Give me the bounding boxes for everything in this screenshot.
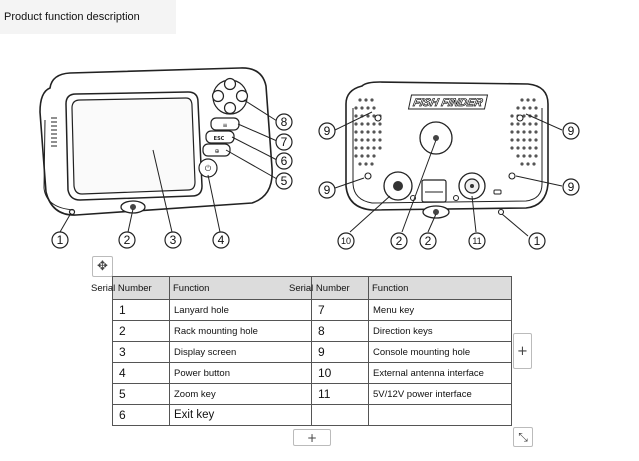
header-serial-number-2: Serial Number <box>289 276 369 300</box>
svg-text:2: 2 <box>124 233 131 247</box>
table-cell[interactable]: 7 <box>311 299 369 321</box>
callout-9-bottom-right: 9 <box>562 178 580 196</box>
callouts: 1 2 3 4 8 7 6 5 9 9 9 9 10 2 2 11 1 <box>51 113 580 250</box>
table-cell[interactable]: 5V/12V power interface <box>368 383 512 405</box>
callout-11-back: 11 <box>468 232 486 250</box>
callout-10-back: 10 <box>337 232 355 250</box>
table-row: 6 Exit key <box>112 404 512 426</box>
table-cell[interactable] <box>311 404 369 426</box>
svg-text:3: 3 <box>170 233 177 247</box>
zoom-key-icon <box>202 143 231 157</box>
svg-text:9: 9 <box>568 180 575 194</box>
add-column-button[interactable]: + <box>513 333 532 369</box>
svg-text:6: 6 <box>281 154 288 168</box>
svg-text:ESC: ESC <box>214 136 225 142</box>
table-cell[interactable]: Zoom key <box>169 383 312 405</box>
page-title: Product function description <box>0 0 176 34</box>
svg-text:4: 4 <box>218 233 225 247</box>
esc-key-icon <box>205 130 235 144</box>
svg-text:9: 9 <box>324 124 331 138</box>
move-handle-icon[interactable]: ✥ <box>92 256 113 277</box>
table-cell[interactable]: External antenna interface <box>368 362 512 384</box>
svg-text:7: 7 <box>281 135 288 149</box>
table-cell[interactable]: Exit key <box>169 404 312 426</box>
callout-5-front: 5 <box>275 172 293 190</box>
callout-9-top-right: 9 <box>562 122 580 140</box>
svg-text:5: 5 <box>281 174 288 188</box>
callout-2-front: 2 <box>118 231 136 249</box>
table-cell[interactable]: 11 <box>311 383 369 405</box>
table-cell[interactable]: Direction keys <box>368 320 512 342</box>
table-cell[interactable]: Console mounting hole <box>368 341 512 363</box>
table-cell[interactable]: Display screen <box>169 341 312 363</box>
table-row: 5 Zoom key 11 5V/12V power interface <box>112 383 512 405</box>
callout-9-top-left: 9 <box>318 122 336 140</box>
direction-pad-icon <box>211 77 249 115</box>
svg-text:1: 1 <box>57 233 64 247</box>
table-row: 4 Power button 10 External antenna inter… <box>112 362 512 384</box>
callout-4-front: 4 <box>212 231 230 249</box>
svg-text:⊕: ⊕ <box>214 148 219 155</box>
callout-2-back-b: 2 <box>419 232 437 250</box>
resize-handle-icon[interactable]: ⤡ <box>513 427 533 447</box>
back-view <box>345 81 549 219</box>
callout-8-front: 8 <box>275 113 293 131</box>
header-serial-number-1: Serial Number <box>91 276 170 300</box>
grip-lines <box>51 117 57 147</box>
callout-3-front: 3 <box>164 231 182 249</box>
callout-7-front: 7 <box>275 133 293 151</box>
callout-1-front: 1 <box>51 231 69 249</box>
table-cell[interactable]: 6 <box>112 404 170 426</box>
callout-2-back-a: 2 <box>390 232 408 250</box>
function-table-wrapper: Serial Number Function Serial Number Fun… <box>91 276 512 426</box>
table-cell[interactable]: 8 <box>311 320 369 342</box>
add-row-button[interactable]: + <box>293 429 331 446</box>
table-cell[interactable]: Power button <box>169 362 312 384</box>
table-row: 1 Lanyard hole 7 Menu key <box>112 299 512 321</box>
svg-text:10: 10 <box>341 236 351 246</box>
header-function-2: Function <box>368 276 512 300</box>
table-cell[interactable]: 3 <box>112 341 170 363</box>
table-cell[interactable]: 4 <box>112 362 170 384</box>
brand-banner: FISH FINDER <box>407 94 489 110</box>
table-cell[interactable]: Rack mounting hole <box>169 320 312 342</box>
svg-text:⏻: ⏻ <box>205 164 212 173</box>
table-cell[interactable]: Menu key <box>368 299 512 321</box>
svg-text:FISH FINDER: FISH FINDER <box>412 97 483 109</box>
table-cell[interactable]: 9 <box>311 341 369 363</box>
table-cell[interactable] <box>368 404 512 426</box>
svg-text:11: 11 <box>472 236 481 246</box>
callout-9-bottom-left: 9 <box>318 181 336 199</box>
svg-text:9: 9 <box>568 124 575 138</box>
svg-text:9: 9 <box>324 183 331 197</box>
table-header-row: Serial Number Function Serial Number Fun… <box>91 276 512 300</box>
svg-text:2: 2 <box>425 234 432 248</box>
table-cell[interactable]: 2 <box>112 320 170 342</box>
table-row: 3 Display screen 9 Console mounting hole <box>112 341 512 363</box>
callout-1-back: 1 <box>528 232 546 250</box>
lanyard-hole-icon <box>68 208 76 216</box>
callout-6-front: 6 <box>275 152 293 170</box>
front-view <box>39 67 273 216</box>
svg-text:8: 8 <box>281 115 288 129</box>
table-row: 2 Rack mounting hole 8 Direction keys <box>112 320 512 342</box>
function-table: Serial Number Function Serial Number Fun… <box>91 276 512 426</box>
table-cell[interactable]: 1 <box>112 299 170 321</box>
product-diagram: ≡ ESC ⊕ ⏻ <box>39 67 580 250</box>
table-cell[interactable]: 10 <box>311 362 369 384</box>
svg-text:2: 2 <box>396 234 403 248</box>
svg-text:≡: ≡ <box>222 122 227 129</box>
display-screen <box>71 97 196 195</box>
svg-text:1: 1 <box>534 234 541 248</box>
table-cell[interactable]: 5 <box>112 383 170 405</box>
table-cell[interactable]: Lanyard hole <box>169 299 312 321</box>
